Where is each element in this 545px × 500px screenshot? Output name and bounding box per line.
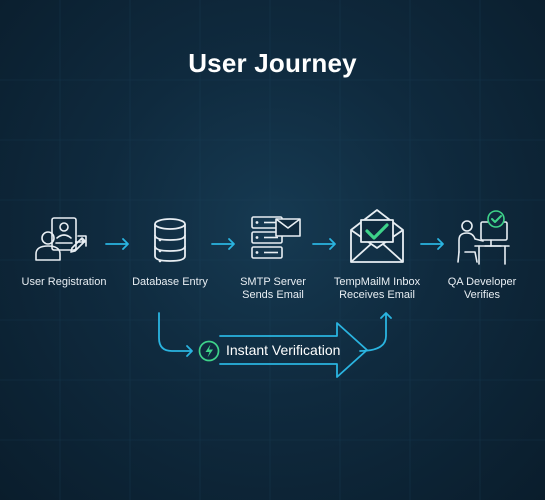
envelope-check-icon [350, 209, 404, 263]
page-title: User Journey [188, 48, 357, 78]
user-registration-icon [35, 217, 87, 261]
step-label-user-registration: User Registration [21, 276, 107, 288]
step-label-smtp-server: SMTP Server Sends Email [240, 276, 306, 301]
instant-verification-label: Instant Verification [226, 342, 341, 358]
database-icon [154, 218, 186, 263]
step-label-qa-developer: QA Developer Verifies [447, 276, 517, 301]
arrow-step3-to-step4 [312, 238, 336, 250]
connector-from-database [158, 312, 193, 357]
step-label-tempmail-inbox: TempMailM Inbox Receives Email [333, 276, 421, 301]
arrow-step1-to-step2 [105, 238, 129, 250]
smtp-server-icon [251, 216, 301, 259]
lightning-icon [198, 340, 220, 362]
developer-workstation-icon [457, 210, 510, 265]
connector-to-inbox [359, 312, 392, 352]
arrow-step2-to-step3 [211, 238, 235, 250]
arrow-step4-to-step5 [420, 238, 444, 250]
step-label-database-entry: Database Entry [132, 276, 208, 288]
instant-verification-arrow [219, 322, 368, 378]
